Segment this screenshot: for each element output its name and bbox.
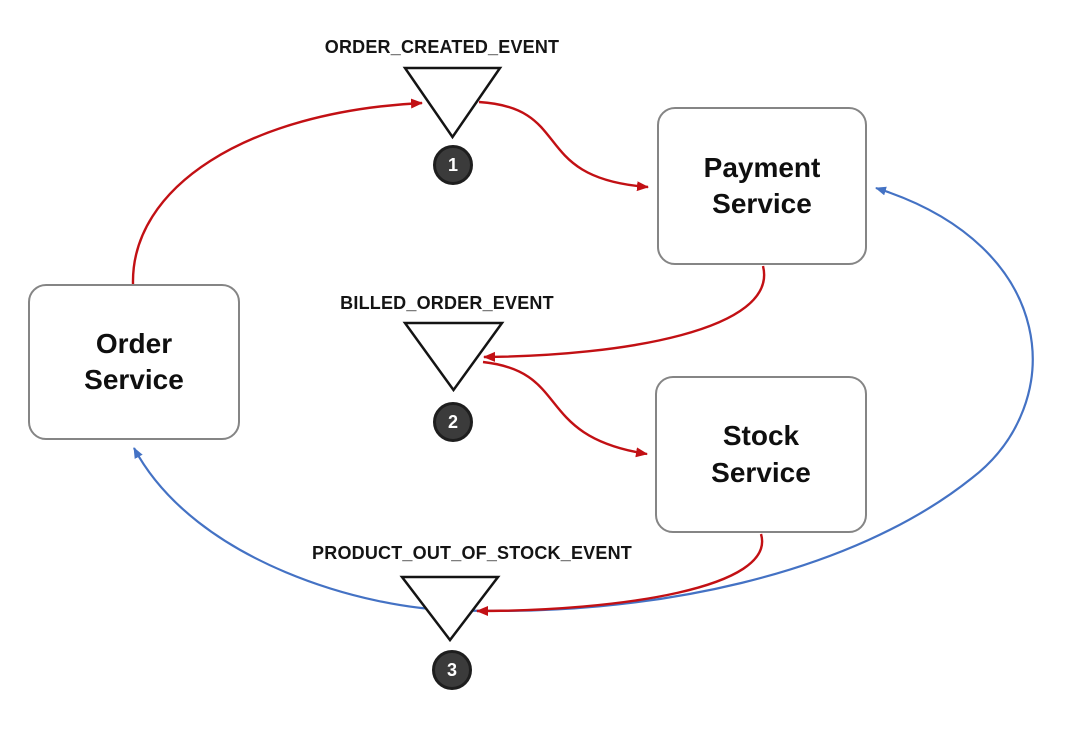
edge-order-service-to-order-created-event <box>131 98 423 285</box>
stock-service-label-line1: Stock <box>722 420 800 452</box>
order-service-label-line2: Service <box>84 364 184 395</box>
edge-product-out-of-stock-to-order-service <box>133 447 453 612</box>
product-out-of-stock-event-triangle <box>399 575 501 643</box>
stock-service-label-line2: Service <box>711 456 811 488</box>
step-badge-2: 2 <box>433 402 473 442</box>
node-payment-service: Payment Service <box>657 107 867 265</box>
step-badge-1: 1 <box>433 145 473 185</box>
node-order-service: Order Service <box>28 284 240 440</box>
step-badge-3: 3 <box>432 650 472 690</box>
order-created-event-label: ORDER_CREATED_EVENT <box>324 37 560 57</box>
order-created-event-triangle <box>402 66 503 140</box>
payment-service-label-line2: Service <box>712 188 812 219</box>
node-stock-service: Stock Service <box>655 376 867 533</box>
product-out-of-stock-event-label: PRODUCT_OUT_OF_STOCK_EVENT <box>312 543 632 563</box>
payment-service-label-line1: Payment <box>703 151 821 183</box>
edge-billed-order-event-to-stock-service <box>482 360 648 458</box>
order-service-label-line1: Order <box>95 327 173 359</box>
billed-order-event-triangle <box>402 321 505 393</box>
edge-order-created-event-to-payment-service <box>478 100 649 192</box>
billed-order-event-label: BILLED_ORDER_EVENT <box>340 293 554 313</box>
payment-service-label: Payment Service <box>704 150 821 223</box>
stock-service-label: Stock Service <box>711 418 811 491</box>
order-service-label: Order Service <box>84 326 184 399</box>
